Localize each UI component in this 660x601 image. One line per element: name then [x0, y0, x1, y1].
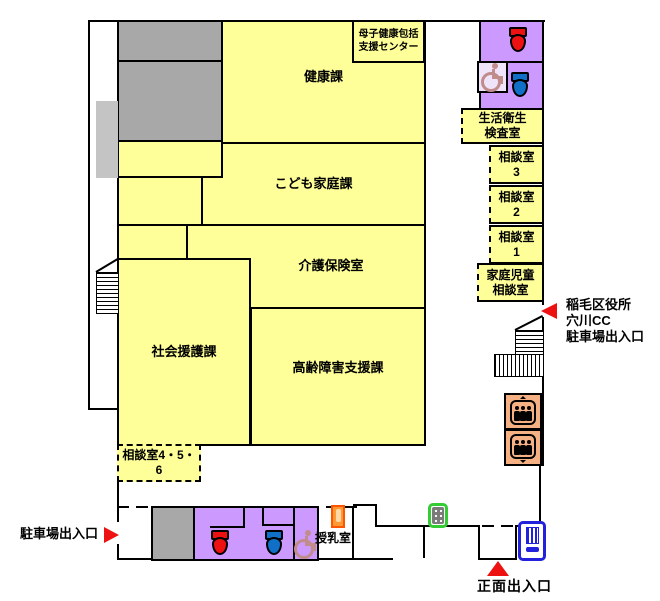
room-label: 相談室4・5・6: [122, 448, 196, 477]
room-label: 介護保険室: [298, 258, 364, 274]
room-label: 検査室: [484, 126, 521, 140]
male-toilet-icon: [263, 530, 285, 556]
main-entrance-label: 正面出入口: [477, 578, 552, 594]
wall-segment: [88, 408, 119, 410]
female-toilet-icon: [209, 530, 231, 556]
wall-segment: [352, 506, 354, 559]
parking-entrance-label: 駐車場出入口: [20, 526, 99, 541]
stairs-icon: [494, 354, 544, 377]
public-phone-icon: [428, 503, 448, 528]
room-consultation-1: 相談室 1: [489, 225, 544, 264]
room-consultation-2: 相談室 2: [489, 185, 544, 224]
wall-segment: [542, 317, 544, 466]
information-kiosk-icon: [518, 521, 546, 561]
wall-segment: [539, 464, 541, 560]
elevator-down-arrow-icon: [520, 460, 526, 463]
room-label: 社会援護課: [151, 343, 217, 359]
room-children-family-division: こども家庭課: [201, 142, 426, 226]
side-entrance-label-line: 穴川CC: [566, 313, 611, 328]
main-entrance-arrow-icon: [487, 561, 509, 576]
room-gray-block: [117, 60, 223, 142]
male-toilet-icon: [509, 72, 531, 98]
room-label: 健康課: [303, 68, 343, 84]
wall-segment: [262, 524, 295, 526]
wall-segment: [478, 525, 480, 558]
stairs-icon: [515, 330, 544, 355]
wall-segment: [243, 506, 245, 528]
room-label: こども家庭課: [274, 175, 353, 191]
room-consultation-456: 相談室4・5・6: [117, 444, 201, 482]
room-label: 相談室: [492, 282, 529, 297]
room-social-support-division: 社会援護課: [117, 258, 251, 446]
room-label: 相談室: [498, 189, 535, 204]
room-unlabeled: [117, 224, 188, 260]
female-toilet-icon: [507, 27, 529, 53]
room-label: 高齢障害支援課: [292, 360, 384, 376]
wheelchair-icon: [294, 530, 318, 559]
room-label: 家庭児童: [486, 267, 535, 282]
stairs-icon: [514, 315, 544, 331]
exterior-block: [96, 101, 118, 178]
room-label: 1: [513, 244, 520, 259]
side-entrance-label: 稲毛区役所 穴川CC 駐車場出入口: [566, 297, 644, 345]
room-label: 相談室: [498, 229, 535, 244]
room-hygiene-inspection: 生活衛生 検査室: [461, 108, 544, 144]
wall-segment: [210, 526, 245, 528]
room-elderly-disability-support-division: 高齢障害支援課: [250, 307, 426, 446]
wall-segment: [375, 504, 377, 527]
elevator-icon: [504, 429, 542, 466]
room-family-child-consultation: 家庭児童 相談室: [477, 263, 544, 302]
room-maternal-child-health-center: 母子健康包括 支援センター: [352, 20, 425, 63]
side-entrance-label-line: 駐車場出入口: [566, 329, 645, 344]
room-label: 2: [513, 204, 520, 219]
wall-segment: [293, 506, 295, 561]
wall-segment: [317, 506, 319, 559]
wall-segment: [353, 504, 377, 506]
wall-segment: [482, 525, 517, 527]
room-consultation-3: 相談室 3: [489, 145, 544, 184]
parking-entrance-arrow-icon: [104, 527, 119, 543]
wall-segment: [88, 20, 90, 410]
wall-segment: [375, 525, 480, 527]
elevator-up-arrow-icon: [520, 396, 526, 399]
wheelchair-icon: [481, 63, 505, 92]
room-gray-block: [117, 20, 223, 62]
room-label: 生活衛生: [478, 111, 527, 125]
wall-segment: [117, 544, 119, 560]
room-unlabeled: [117, 140, 223, 178]
wall-segment: [515, 525, 517, 558]
wall-segment: [262, 506, 264, 526]
side-entrance-label-line: 稲毛区役所: [566, 297, 632, 312]
vending-machine-icon: [331, 505, 345, 528]
wall-segment: [478, 558, 517, 560]
room-label: 支援センター: [358, 41, 419, 53]
side-entrance-arrow-icon: [541, 303, 557, 319]
stairs-icon: [96, 272, 119, 314]
room-label: 母子健康包括: [358, 29, 419, 40]
room-label: 3: [513, 164, 520, 179]
room-label: 相談室: [498, 149, 535, 164]
nursing-room-label: 授乳室: [315, 531, 352, 545]
room-gray-block: [151, 506, 195, 561]
wall-segment: [423, 525, 425, 558]
room-unlabeled: [117, 176, 203, 226]
elevator-icon: [504, 393, 542, 430]
